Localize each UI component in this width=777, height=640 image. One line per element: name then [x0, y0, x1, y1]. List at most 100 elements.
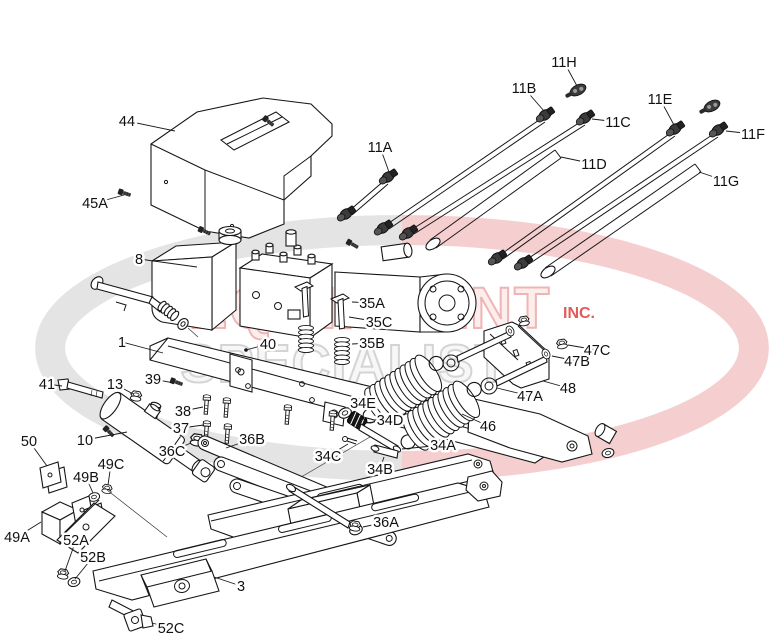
- bolt-38-a: [201, 394, 212, 415]
- callout-39: 39: [145, 372, 161, 388]
- callout-36B: 36B: [239, 432, 265, 448]
- callout-38: 38: [175, 404, 191, 420]
- leader-line-41: [46, 383, 63, 387]
- callout-49A: 49A: [4, 530, 30, 546]
- callout-46: 46: [480, 419, 496, 435]
- callout-35B: 35B: [359, 336, 385, 352]
- callout-11A: 11A: [368, 140, 393, 156]
- leader-line-34B: [379, 456, 385, 470]
- callout-11D: 11D: [581, 157, 607, 173]
- frame-bolt-c: [282, 404, 293, 425]
- rod-11d-end: [425, 237, 441, 251]
- leader-line-34A: [401, 444, 444, 450]
- washer-52b: [66, 575, 82, 589]
- callout-52C: 52C: [158, 621, 185, 637]
- bolt-38-b: [221, 397, 232, 418]
- leader-line-11C: [591, 118, 619, 123]
- callout-40: 40: [260, 337, 276, 353]
- hose-clamp-11f-upper: [696, 97, 723, 118]
- leader-line-11H: [563, 61, 578, 87]
- callout-11C: 11C: [605, 115, 631, 131]
- leader-line-36A: [362, 521, 387, 528]
- callout-34C: 34C: [315, 449, 342, 465]
- eyebolt-47a-upper-eye: [442, 354, 460, 372]
- callout-47A: 47A: [517, 389, 543, 405]
- leader-line-3: [213, 576, 242, 587]
- callout-45A: 45A: [82, 196, 108, 212]
- nut-13: [129, 389, 143, 403]
- leader-line-11G: [698, 171, 727, 182]
- leader-line-11E: [659, 98, 675, 126]
- eyebolt-bracket-assembly: [442, 315, 569, 395]
- callout-52A: 52A: [63, 533, 89, 549]
- callout-11F: 11F: [741, 127, 765, 143]
- pivot-bolt-52c: [108, 599, 154, 632]
- callout-1: 1: [118, 335, 126, 351]
- callout-layer: 44 45A 8 11A 11B 11H 11C 11D 11E 11F 11G 35A 35C 35B 4…: [2, 53, 768, 640]
- callout-35A: 35A: [359, 296, 385, 312]
- leader-line-50: [28, 440, 48, 467]
- callout-37: 37: [173, 421, 189, 437]
- leader-line-11B: [523, 87, 545, 112]
- hydraulic-pump-assembly-8: [90, 225, 477, 340]
- spring-35b-right: [334, 336, 350, 366]
- callout-8: 8: [135, 252, 143, 268]
- leader-line-45A: [94, 194, 125, 204]
- callout-10: 10: [77, 433, 93, 449]
- nut-47c-lower: [555, 338, 569, 351]
- callout-35C: 35C: [366, 315, 393, 331]
- manifold-valves: [251, 229, 316, 265]
- leader-line-10: [84, 431, 128, 441]
- callout-11G: 11G: [713, 174, 739, 190]
- callout-44: 44: [119, 114, 135, 130]
- spring-35b-left: [298, 324, 314, 354]
- leader-line-34E: [349, 402, 364, 411]
- leader-line-34D: [365, 419, 391, 424]
- callout-11H: 11H: [551, 55, 577, 71]
- pivot-pin-group-34: [336, 405, 402, 459]
- leader-line-11A: [379, 146, 390, 173]
- leader-line-52B: [74, 556, 94, 580]
- leader-line-47A: [496, 387, 531, 397]
- callout-11E: 11E: [648, 92, 673, 108]
- leader-line-35B: [351, 342, 373, 345]
- callout-49C: 49C: [98, 457, 125, 473]
- leader-line-47B: [551, 355, 578, 362]
- spacer-plates-50: [39, 461, 68, 494]
- hose-fitting-11f-top: [706, 119, 730, 141]
- pump-mount-frame-1: [149, 337, 618, 464]
- leader-line-47C: [567, 344, 598, 351]
- leader-line-34C: [327, 443, 349, 457]
- leader-line-35C: [348, 316, 380, 323]
- leader-line-49B: [85, 476, 94, 494]
- callout-11B: 11B: [512, 81, 537, 97]
- callout-3: 3: [237, 579, 245, 595]
- nut-52a: [56, 567, 70, 581]
- leader-line-48: [542, 380, 569, 389]
- leader-line-13: [114, 383, 134, 395]
- leader-line-39: [152, 378, 175, 384]
- leader-line-1: [121, 341, 164, 354]
- callout-41: 41: [39, 377, 55, 393]
- callout-34A: 34A: [430, 438, 456, 454]
- pump-cover-44: [117, 97, 333, 239]
- bolt-41: [57, 378, 104, 399]
- leader-line-40: [245, 343, 269, 351]
- callout-36A: 36A: [373, 515, 399, 531]
- motor-end-cap: [417, 273, 477, 333]
- control-lever: [90, 276, 199, 338]
- hose-clamp-11h: [562, 81, 589, 102]
- callout-48: 48: [560, 381, 576, 397]
- long-bolt-36a: [285, 483, 363, 536]
- callout-49B: 49B: [73, 470, 99, 486]
- callout-34B: 34B: [367, 462, 393, 478]
- leader-line-49C: [107, 463, 112, 486]
- hose-fitting-11e-top: [663, 118, 687, 140]
- watermark-inc: INC.: [563, 305, 595, 322]
- callout-52B: 52B: [80, 550, 106, 566]
- leader-line-38: [182, 406, 204, 412]
- cotter-pin-34c: [342, 436, 358, 445]
- leader-line-49A: [16, 521, 42, 538]
- callout-36C: 36C: [159, 444, 186, 460]
